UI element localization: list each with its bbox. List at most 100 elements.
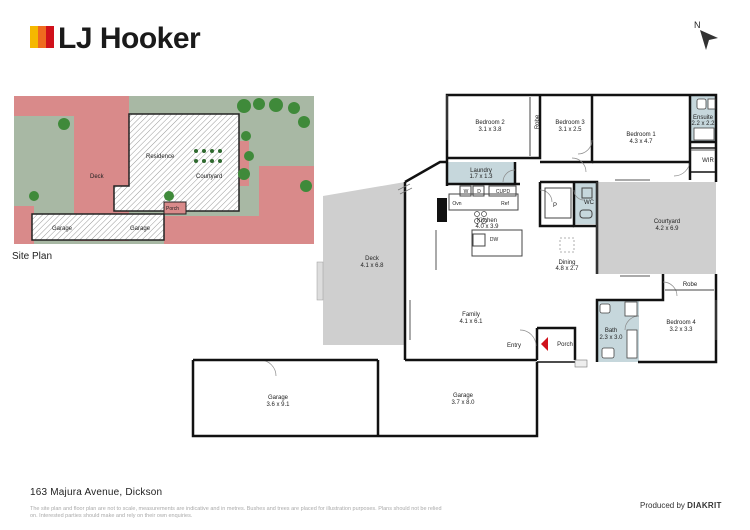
site-label-garage-right: Garage <box>130 226 151 232</box>
deck-name: Deck <box>365 256 380 262</box>
site-tree <box>269 98 283 112</box>
site-porch <box>163 201 187 215</box>
dining-name: Dining <box>558 260 575 266</box>
deck-area <box>323 182 405 345</box>
deck-step-lines <box>397 183 413 195</box>
fixture-d: D <box>477 189 481 195</box>
deck-dims: 4.1 x 6.8 <box>360 263 384 269</box>
fireplace <box>437 198 447 222</box>
bedroom1-dims: 4.3 x 4.7 <box>629 139 653 145</box>
p-name: P <box>553 203 557 209</box>
site-garages <box>31 213 165 241</box>
courtyard-name: Courtyard <box>654 219 680 225</box>
garage-right-dims: 3.7 x 8.0 <box>451 400 475 406</box>
fixture-cupd: CUPD <box>496 189 511 195</box>
produced-by: Produced by DIAKRIT <box>640 501 722 510</box>
fixture-w: W <box>464 189 469 195</box>
laundry-name: Laundry <box>470 168 492 174</box>
laundry-floor <box>447 162 515 184</box>
site-label-garage-left: Garage <box>52 226 73 232</box>
windows-and-lines <box>409 95 717 340</box>
courtyard-dims: 4.2 x 6.9 <box>655 226 679 232</box>
site-residence <box>113 113 240 212</box>
porch-step <box>574 359 588 368</box>
wir-wall <box>689 147 717 173</box>
bedroom3-dims: 3.1 x 2.5 <box>558 127 582 133</box>
site-tree <box>253 98 265 110</box>
site-tree <box>241 131 251 141</box>
bedroom1-name: Bedroom 1 <box>626 132 656 138</box>
bedroom4-dims: 3.2 x 3.3 <box>669 327 693 333</box>
site-tree <box>238 168 250 180</box>
entry-arrow-icon <box>541 337 548 351</box>
site-paving-strip <box>14 206 34 244</box>
site-tree <box>288 102 300 114</box>
bedroom2-name: Bedroom 2 <box>475 120 505 126</box>
dining-dims: 4.8 x 2.7 <box>555 266 579 272</box>
logo-mark-orange <box>38 26 46 48</box>
family-dims: 4.1 x 6.1 <box>459 319 483 325</box>
door-swings <box>259 139 691 377</box>
logo-mark-red <box>46 26 54 48</box>
site-label-courtyard: Courtyard <box>196 174 222 180</box>
compass-arrow-icon <box>700 30 718 50</box>
robe-top-name: Robe <box>535 114 541 129</box>
kitchen-dims: 4.0 x 3.9 <box>475 224 499 230</box>
courtyard-area <box>597 182 716 274</box>
fixture-ref: Ref <box>501 201 509 207</box>
site-label-deck: Deck <box>90 174 105 180</box>
site-tree <box>29 191 39 201</box>
entry-name: Entry <box>507 343 521 349</box>
bedroom2-dims: 3.1 x 3.8 <box>478 127 502 133</box>
site-tree <box>244 151 254 161</box>
site-plan: Deck Residence Courtyard Porch Garage Ga… <box>14 96 314 244</box>
property-address: 163 Majura Avenue, Dickson <box>30 487 163 498</box>
site-paving-left <box>14 96 129 116</box>
site-tree <box>58 118 70 130</box>
ensuite-name: Ensuite <box>693 115 714 121</box>
site-tree <box>300 180 312 192</box>
disclaimer: The site plan and floor plan are not to … <box>30 506 442 519</box>
house-walls <box>403 93 718 364</box>
site-tree <box>237 99 251 113</box>
bath-fixtures <box>599 301 638 359</box>
dining-light <box>559 237 575 253</box>
bath-dims: 2.3 x 3.0 <box>599 335 623 341</box>
compass: N <box>694 20 718 50</box>
porch-name: Porch <box>557 342 573 348</box>
site-label-residence: Residence <box>146 154 175 160</box>
site-tree <box>164 191 174 201</box>
bedroom4-name: Bedroom 4 <box>666 320 696 326</box>
wir-name: WIR <box>702 158 714 164</box>
fixture-ovn: Ovn <box>452 201 461 207</box>
bath-name: Bath <box>605 328 617 334</box>
ensuite-dims: 2.2 x 2.2 <box>691 121 715 127</box>
site-plan-caption: Site Plan <box>12 251 53 262</box>
garage-walls <box>191 358 539 438</box>
logo-mark-yellow <box>30 26 38 48</box>
bedroom3-name: Bedroom 3 <box>555 120 585 126</box>
garage-right-name: Garage <box>453 393 474 399</box>
fixture-dw: DW <box>490 237 499 243</box>
garage-left-name: Garage <box>268 395 289 401</box>
produced-by-prefix: Produced by <box>640 501 685 510</box>
family-name: Family <box>462 312 480 318</box>
kitchen-joinery <box>448 185 593 257</box>
garage-left-dims: 3.6 x 9.1 <box>266 402 290 408</box>
laundry-dims: 1.7 x 1.3 <box>469 174 493 180</box>
site-trees <box>29 98 312 201</box>
site-paving-driveway <box>259 166 314 221</box>
deck-steps <box>316 261 324 301</box>
wc-name: WC <box>584 200 595 206</box>
site-label-porch: Porch <box>166 206 179 212</box>
producer-name: DIAKRIT <box>687 501 722 510</box>
logo <box>30 26 54 48</box>
site-planter-dots <box>194 149 222 163</box>
compass-north-label: N <box>694 20 701 30</box>
robe-bottom-name: Robe <box>683 282 698 288</box>
ensuite-fixtures <box>693 98 716 141</box>
cooktop <box>474 211 487 224</box>
site-tree <box>298 116 310 128</box>
brand-name: LJ Hooker <box>58 22 201 55</box>
